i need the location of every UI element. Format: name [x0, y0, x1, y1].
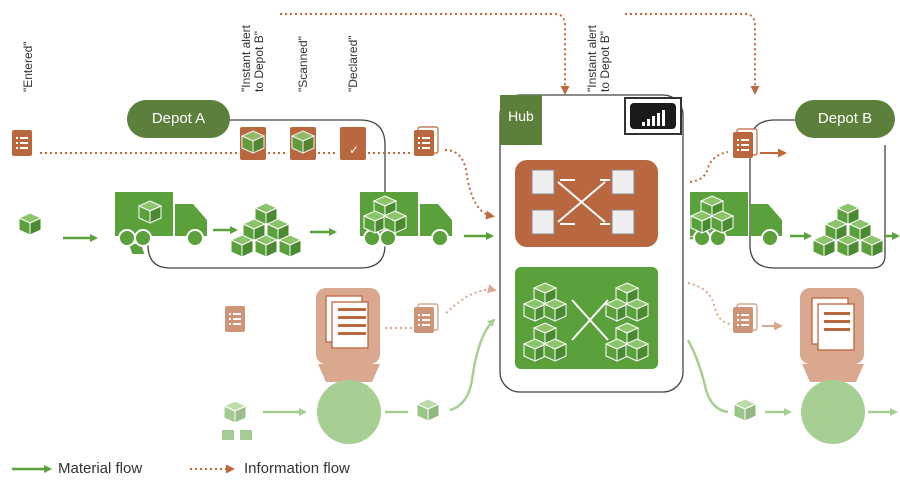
- truck-icon-depot-a-in: [114, 191, 208, 247]
- alert-flow-1: [280, 13, 570, 95]
- truck-icon-depot-a-out: [359, 191, 453, 247]
- process-circle-lower-a: [317, 380, 381, 444]
- doc-icon-lower-b: [732, 303, 758, 334]
- doc-stack-lower-a: [316, 288, 380, 382]
- hub-label: Hub: [508, 108, 534, 124]
- doc-icon-depot-a-out: [413, 126, 439, 157]
- label-declared: "Declared": [346, 35, 360, 92]
- depot-b-pill: [795, 100, 895, 138]
- hub-label-box: [500, 95, 542, 145]
- alert-flow-2: [625, 13, 760, 95]
- cube-lower-mid: [416, 398, 440, 422]
- depot-a-label: Depot A: [151, 110, 206, 127]
- legend-info-label: Information flow: [244, 460, 350, 477]
- cube-stack-depot-a: [230, 202, 302, 258]
- depot-a-pill: [127, 100, 230, 138]
- depot-a-outline: [130, 119, 386, 269]
- legend-material-label: Material flow: [58, 460, 143, 477]
- source-cube-lower: [222, 400, 252, 440]
- doc-stack-lower-b: [800, 288, 864, 382]
- hub-outline: [499, 94, 684, 393]
- doc-icon-lower-left: [225, 306, 245, 332]
- doc-icon-entered: [12, 130, 32, 156]
- svg-text:✓: ✓: [349, 143, 359, 157]
- info-flow-to-hub: [444, 149, 495, 220]
- info-flow-hub-to-b: [689, 151, 729, 183]
- label-entered: "Entered": [21, 41, 35, 92]
- label-instant-alert-2: "Instant alert to Depot B": [585, 25, 612, 92]
- tag-icon-instant-alert: [240, 127, 266, 160]
- label-instant-alert-1: "Instant alert to Depot B": [239, 25, 266, 92]
- cube-stack-depot-b: [812, 202, 884, 258]
- hub-material-cubes: [523, 282, 649, 362]
- depot-b-label: Depot B: [817, 110, 873, 127]
- hub-info-docs: [531, 169, 635, 235]
- depot-b-outline: [749, 119, 886, 269]
- truck-icon-depot-b: [689, 191, 783, 247]
- doc-icon-depot-b-in: [732, 128, 758, 159]
- monitor-icon: [624, 97, 682, 135]
- process-circle-lower-b: [801, 380, 865, 444]
- cube-lower-b: [733, 398, 757, 422]
- tag-icon-declared: ✓: [340, 127, 366, 160]
- label-scanned: "Scanned": [296, 36, 310, 92]
- doc-icon-lower-mid: [413, 303, 439, 334]
- tag-icon-scanned: [290, 127, 316, 160]
